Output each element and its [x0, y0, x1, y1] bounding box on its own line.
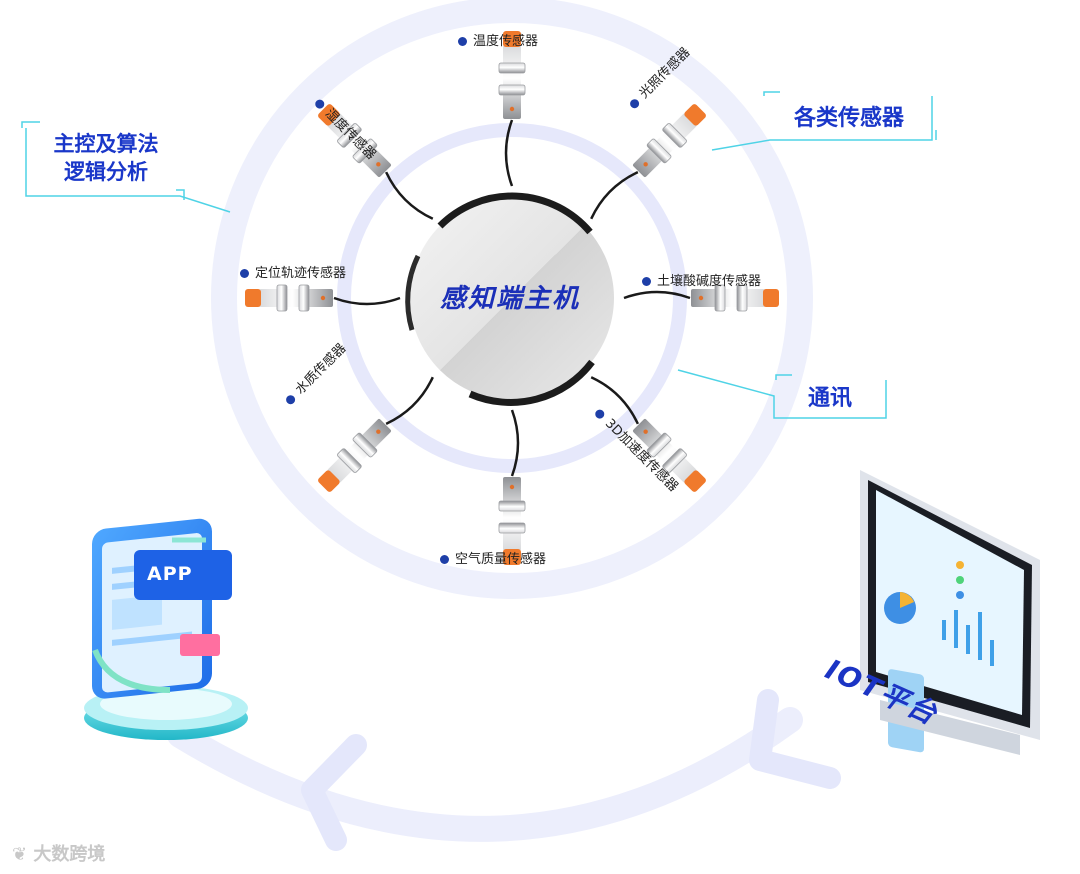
sensor-label-text: 空气质量传感器 [455, 552, 547, 567]
app-phone-illustration [84, 518, 248, 740]
sensor-cable [510, 409, 520, 477]
app-arrow-icon [92, 648, 171, 693]
callout-line-sensors [711, 96, 933, 151]
outer-ring [211, 0, 813, 599]
bullet-dot-icon [642, 277, 651, 286]
sensor-3-icon [633, 104, 706, 177]
bullet-dot-icon [240, 269, 249, 278]
sensor-cable [590, 376, 639, 425]
sensor-label-1: 温度传感器 [458, 30, 538, 49]
callout-line-comm [677, 369, 887, 419]
arc-arrow-right-icon [749, 689, 841, 789]
sensor-cable [333, 296, 401, 306]
sensor-7-icon [633, 419, 706, 492]
sensor-8-icon [498, 477, 526, 565]
bullet-dot-icon [458, 37, 467, 46]
sensor-label-text: 土壤酸碱度传感器 [657, 274, 762, 289]
sensor-1-icon [498, 31, 526, 119]
sensor-cable [623, 290, 691, 300]
cycle-arc [167, 707, 803, 842]
iot-monitor-illustration [860, 470, 1040, 755]
callout-control-logic: 主控及算法 逻辑分析 [36, 130, 176, 187]
callout-control-line1: 主控及算法 [53, 132, 159, 156]
sensor-label-4: 定位轨迹传感器 [240, 262, 346, 281]
hub [410, 196, 614, 400]
sensor-2-icon [318, 104, 391, 177]
sensor-4-icon [245, 284, 333, 312]
sensor-label-text: 温度传感器 [473, 34, 539, 49]
sensor-label-text: 定位轨迹传感器 [255, 266, 347, 281]
sensor-cable [590, 171, 639, 220]
sensor-label-5: 土壤酸碱度传感器 [642, 270, 761, 289]
sensor-6-icon [318, 419, 391, 492]
hub-title: 感知端主机 [439, 284, 580, 314]
app-badge [134, 550, 232, 600]
sensor-cable [385, 171, 434, 220]
watermark-logo-icon: ❦ [12, 844, 28, 865]
bullet-dot-icon [440, 555, 449, 564]
inner-ring [337, 123, 687, 473]
callout-sensors: 各类传感器 [793, 106, 904, 131]
sensor-cable [385, 376, 434, 425]
sensor-cable [504, 119, 514, 187]
callout-line-control [25, 128, 231, 213]
app-label: APP [147, 563, 193, 585]
sensor-label-8: 空气质量传感器 [440, 548, 546, 567]
arc-arrow-left-icon [301, 734, 367, 851]
callout-control-line2: 逻辑分析 [64, 160, 148, 185]
watermark: ❦ 大数跨境 [12, 840, 105, 866]
sensor-5-icon [691, 284, 779, 312]
callout-comm: 通讯 [807, 386, 852, 411]
sensor-group [245, 31, 779, 565]
watermark-text: 大数跨境 [33, 844, 106, 865]
